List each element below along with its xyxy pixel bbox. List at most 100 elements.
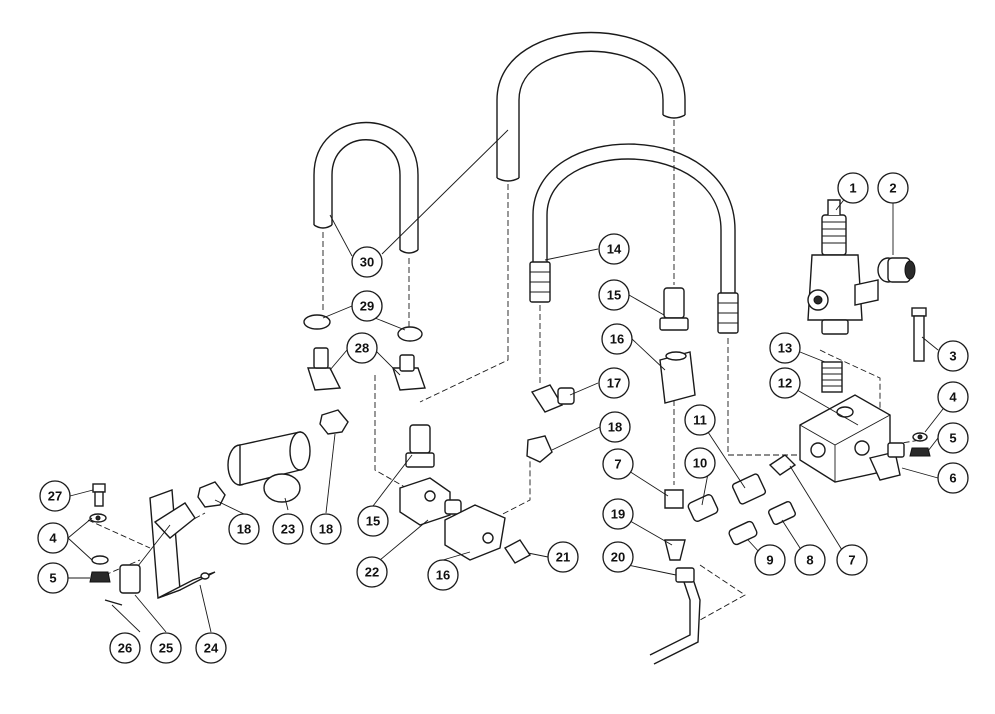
callout-7b: 7 <box>836 544 868 576</box>
svg-text:8: 8 <box>806 553 813 568</box>
svg-text:10: 10 <box>693 456 707 471</box>
svg-text:18: 18 <box>237 522 251 537</box>
svg-text:22: 22 <box>365 565 379 580</box>
callout-23: 23 <box>272 513 304 545</box>
svg-text:5: 5 <box>49 571 56 586</box>
callout-21: 21 <box>547 541 579 573</box>
svg-text:4: 4 <box>49 531 57 546</box>
svg-text:14: 14 <box>607 242 622 257</box>
svg-text:16: 16 <box>610 332 624 347</box>
hex-nut-18-middle <box>319 409 349 435</box>
hex-nut-18-right <box>526 435 553 463</box>
elbow-fitting-right <box>869 442 905 481</box>
callout-17: 17 <box>598 367 630 399</box>
svg-text:7: 7 <box>614 457 621 472</box>
callout-29: 29 <box>351 290 383 322</box>
callout-9: 9 <box>754 544 786 576</box>
hose-barb-fitting-lower <box>405 424 435 468</box>
svg-text:11: 11 <box>693 413 707 428</box>
svg-text:30: 30 <box>360 255 374 270</box>
callout-6: 6 <box>937 462 969 494</box>
svg-text:2: 2 <box>889 181 896 196</box>
svg-text:28: 28 <box>355 341 369 356</box>
hose-clamps <box>303 314 423 342</box>
spray-tip <box>503 539 532 564</box>
svg-text:25: 25 <box>159 641 173 656</box>
callout-19: 19 <box>602 498 634 530</box>
tube-20 <box>649 567 701 665</box>
callout-22: 22 <box>356 556 388 588</box>
callout-14: 14 <box>598 233 630 265</box>
callout-4-left: 4 <box>37 522 69 554</box>
svg-text:17: 17 <box>607 376 621 391</box>
callout-16a: 16 <box>601 323 633 355</box>
callout-25: 25 <box>150 632 182 664</box>
svg-text:3: 3 <box>949 349 956 364</box>
callout-18b: 18 <box>228 513 260 545</box>
svg-text:9: 9 <box>766 553 773 568</box>
relief-valve <box>807 199 879 335</box>
callout-24: 24 <box>195 632 227 664</box>
callout-2: 2 <box>877 172 909 204</box>
tee-block-upper <box>659 351 696 404</box>
svg-text:15: 15 <box>366 514 380 529</box>
callout-13: 13 <box>769 332 801 364</box>
washer-nut-left <box>89 513 111 583</box>
callout-28: 28 <box>346 332 378 364</box>
callout-15b: 15 <box>357 505 389 537</box>
callout-7a: 7 <box>602 448 634 480</box>
svg-text:23: 23 <box>281 522 295 537</box>
callout-18a: 18 <box>599 411 631 443</box>
hose-barb-fitting-upper <box>659 287 689 331</box>
elbow-fittings-28 <box>307 347 426 391</box>
large-u-hose <box>496 31 686 182</box>
svg-text:27: 27 <box>48 489 62 504</box>
callout-10: 10 <box>684 447 716 479</box>
svg-text:7: 7 <box>848 553 855 568</box>
svg-text:29: 29 <box>360 299 374 314</box>
hex-nipple <box>821 361 843 393</box>
callout-1: 1 <box>837 172 869 204</box>
tee-block-22 <box>399 477 462 526</box>
svg-text:26: 26 <box>118 641 132 656</box>
svg-text:18: 18 <box>319 522 333 537</box>
callout-18c: 18 <box>310 513 342 545</box>
bolt <box>911 307 927 362</box>
callout-20: 20 <box>602 541 634 573</box>
callout-15a: 15 <box>598 279 630 311</box>
washer-nut-right <box>909 432 931 457</box>
svg-text:21: 21 <box>556 550 570 565</box>
callout-30: 30 <box>351 246 383 278</box>
small-fittings-right <box>664 454 797 546</box>
svg-text:13: 13 <box>778 341 792 356</box>
bolt-27 <box>92 483 106 507</box>
svg-text:4: 4 <box>949 390 957 405</box>
mounting-bracket <box>149 489 216 599</box>
svg-text:6: 6 <box>949 471 956 486</box>
elbow-fitting-17 <box>530 384 575 413</box>
fitting-25 <box>119 564 141 594</box>
adapter-19 <box>664 539 686 561</box>
filter-housing <box>227 431 311 503</box>
svg-text:19: 19 <box>611 507 625 522</box>
assembly-lines <box>87 120 921 621</box>
quick-connect-nipple <box>877 257 916 283</box>
callout-3: 3 <box>937 340 969 372</box>
callout-8: 8 <box>794 544 826 576</box>
svg-text:24: 24 <box>204 641 219 656</box>
callout-bubbles: 1 2 3 4 5 6 7 7 8 9 10 11 12 13 14 15 15… <box>37 172 969 664</box>
manifold-block <box>799 394 891 483</box>
hose-assembly <box>529 143 739 334</box>
callout-27: 27 <box>39 480 71 512</box>
pin-26 <box>104 599 123 606</box>
svg-text:15: 15 <box>607 288 621 303</box>
svg-text:16: 16 <box>436 568 450 583</box>
svg-text:18: 18 <box>608 420 622 435</box>
callout-5: 5 <box>937 422 969 454</box>
small-u-hose <box>313 121 419 254</box>
callout-11: 11 <box>684 404 716 436</box>
svg-text:1: 1 <box>849 181 856 196</box>
callout-16b: 16 <box>427 559 459 591</box>
callout-4: 4 <box>937 381 969 413</box>
